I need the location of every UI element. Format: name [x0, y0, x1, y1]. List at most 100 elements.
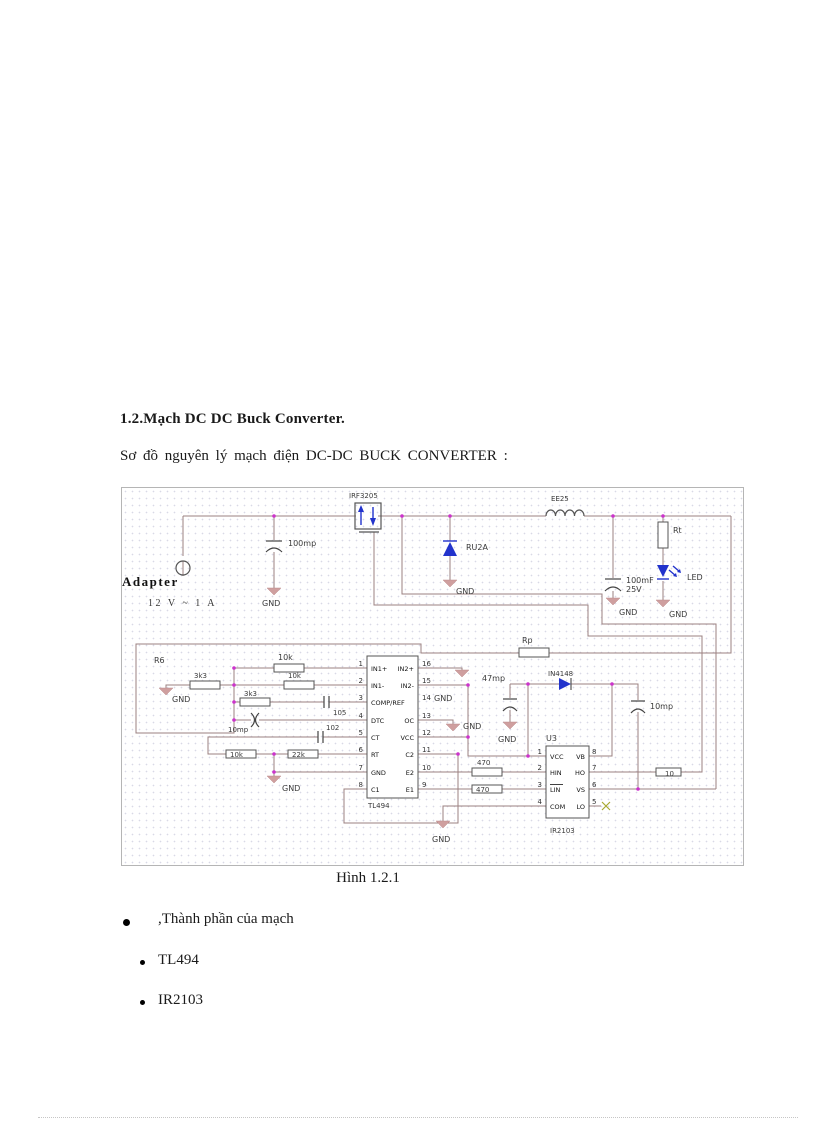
- intro-paragraph: Sơ đồ nguyên lý mạch điện DC-DC BUCK CON…: [120, 448, 508, 464]
- tl494-right-label: VCC: [400, 734, 414, 742]
- pin-number: 13: [422, 712, 431, 720]
- pin-number: 9: [422, 781, 426, 789]
- led-symbol: [657, 565, 681, 580]
- tl494-left-label: COMP/REF: [371, 699, 405, 707]
- label-gnd: GND: [432, 835, 450, 844]
- label-output-cap: 100mF: [626, 576, 654, 585]
- label-10mp-boot: 10mp: [650, 702, 673, 711]
- ir2103-right-label: HO: [575, 769, 585, 777]
- pin-number: 5: [359, 729, 363, 737]
- label-tl494: TL494: [367, 802, 390, 810]
- pin-number: 2: [538, 764, 542, 772]
- gnd-icon: [605, 597, 621, 606]
- tl494-right-label: IN2-: [401, 682, 415, 690]
- schematic-svg: Adapter 12 V ~ 1 A 100mp IRF3205 RU2A EE…: [122, 492, 732, 844]
- no-connect-icon: [601, 801, 611, 811]
- pin-number: 8: [359, 781, 363, 789]
- label-gnd: GND: [619, 608, 637, 617]
- pin-number: 1: [538, 748, 542, 756]
- label-mosfet: IRF3205: [349, 492, 378, 500]
- label-3k3-b: 3k3: [244, 690, 257, 698]
- gnd-icon: [266, 775, 282, 784]
- gnd-icon: [442, 579, 458, 588]
- c-102-symbol: [317, 731, 324, 743]
- gnd-icon: [435, 820, 451, 829]
- label-rp: Rp: [522, 636, 533, 645]
- label-r6: R6: [154, 656, 165, 665]
- ir2103-right-label: VB: [576, 753, 585, 761]
- r-3k3-b: [239, 697, 271, 707]
- components: [175, 502, 682, 819]
- r-470-a: [471, 767, 503, 777]
- ir2103-left-label: VCC: [550, 753, 564, 761]
- c-105-symbol: [323, 696, 330, 708]
- label-gnd: GND: [434, 694, 452, 703]
- label-input-cap: 100mp: [288, 539, 316, 548]
- label-105: 105: [333, 709, 346, 717]
- gnd-icon: [502, 721, 518, 730]
- bullet-icon: [123, 919, 130, 926]
- c-10mp-left-symbol: [250, 712, 260, 728]
- ir2103-pin-numbers: 1 2 3 4 8 7 6 5: [538, 748, 597, 806]
- label-in4148: IN4148: [548, 670, 573, 678]
- label-10k-c: 10k: [230, 751, 244, 759]
- r-3k3-a: [189, 680, 221, 690]
- label-rating: 12 V ~ 1 A: [148, 598, 217, 609]
- label-gnd: GND: [498, 735, 516, 744]
- pin-number: 8: [592, 748, 596, 756]
- gnd-icon: [158, 687, 174, 696]
- tl494-right-label: E1: [406, 786, 414, 794]
- pin-number: 12: [422, 729, 431, 737]
- bullet-icon: [140, 960, 145, 965]
- r-10k-c: [225, 749, 257, 759]
- gnd-icon: [445, 723, 461, 732]
- bullet-item: TL494: [158, 952, 199, 968]
- input-cap-symbol: [265, 540, 283, 553]
- r-10k-top: [273, 663, 305, 673]
- gnd-icon: [655, 599, 671, 608]
- gnd-icon: [454, 669, 470, 678]
- ir2103-left-label: HIN: [550, 769, 562, 777]
- ir2103-ic: [545, 745, 590, 819]
- pin-number: 7: [359, 764, 363, 772]
- pin-number: 16: [422, 660, 431, 668]
- rt-resistor: [657, 521, 669, 549]
- label-470-a: 470: [477, 759, 490, 767]
- pin-number: 7: [592, 764, 596, 772]
- junction-dots: [232, 514, 665, 791]
- label-gnd: GND: [456, 587, 474, 596]
- ground-symbols: [158, 579, 671, 829]
- pin-number: 6: [592, 781, 597, 789]
- tl494-right-label: E2: [406, 769, 414, 777]
- schematic-figure: Adapter 12 V ~ 1 A 100mp IRF3205 RU2A EE…: [121, 487, 744, 866]
- output-cap-symbol: [604, 578, 622, 592]
- tl494-pin-numbers: 1 2 3 4 5 6 7 8 16 15 14 13 12 11 10 9: [359, 660, 432, 789]
- figure-caption: Hình 1.2.1: [336, 870, 400, 886]
- label-47mp: 47mp: [482, 674, 505, 683]
- freewheel-diode-symbol: [443, 540, 457, 556]
- label-inductor: EE25: [551, 495, 569, 503]
- pin-number: 3: [359, 694, 363, 702]
- label-102: 102: [326, 724, 339, 732]
- pin-number: 5: [592, 798, 596, 806]
- bullet-icon: [140, 1000, 145, 1005]
- label-r-gate: 10: [665, 770, 674, 778]
- tl494-left-label: C1: [371, 786, 380, 794]
- label-ir2103: IR2103: [550, 827, 575, 835]
- label-10k-b: 10k: [288, 672, 302, 680]
- label-gnd: GND: [463, 722, 481, 731]
- c-boot-symbol: [630, 700, 646, 714]
- r-gate: [655, 767, 682, 777]
- pin-number: 14: [422, 694, 431, 702]
- tl494-pin-labels: IN1+ IN1- COMP/REF DTC CT RT GND C1 IN2+…: [371, 665, 415, 794]
- rp-resistor: [518, 647, 550, 658]
- tl494-right-label: IN2+: [398, 665, 414, 673]
- tl494-left-label: CT: [371, 734, 380, 742]
- label-3k3-a: 3k3: [194, 672, 207, 680]
- label-22k: 22k: [292, 751, 306, 759]
- label-470-b: 470: [476, 786, 489, 794]
- mosfet-symbol: [354, 502, 382, 533]
- tl494-left-label: GND: [371, 769, 386, 777]
- tl494-left-label: IN1-: [371, 682, 385, 690]
